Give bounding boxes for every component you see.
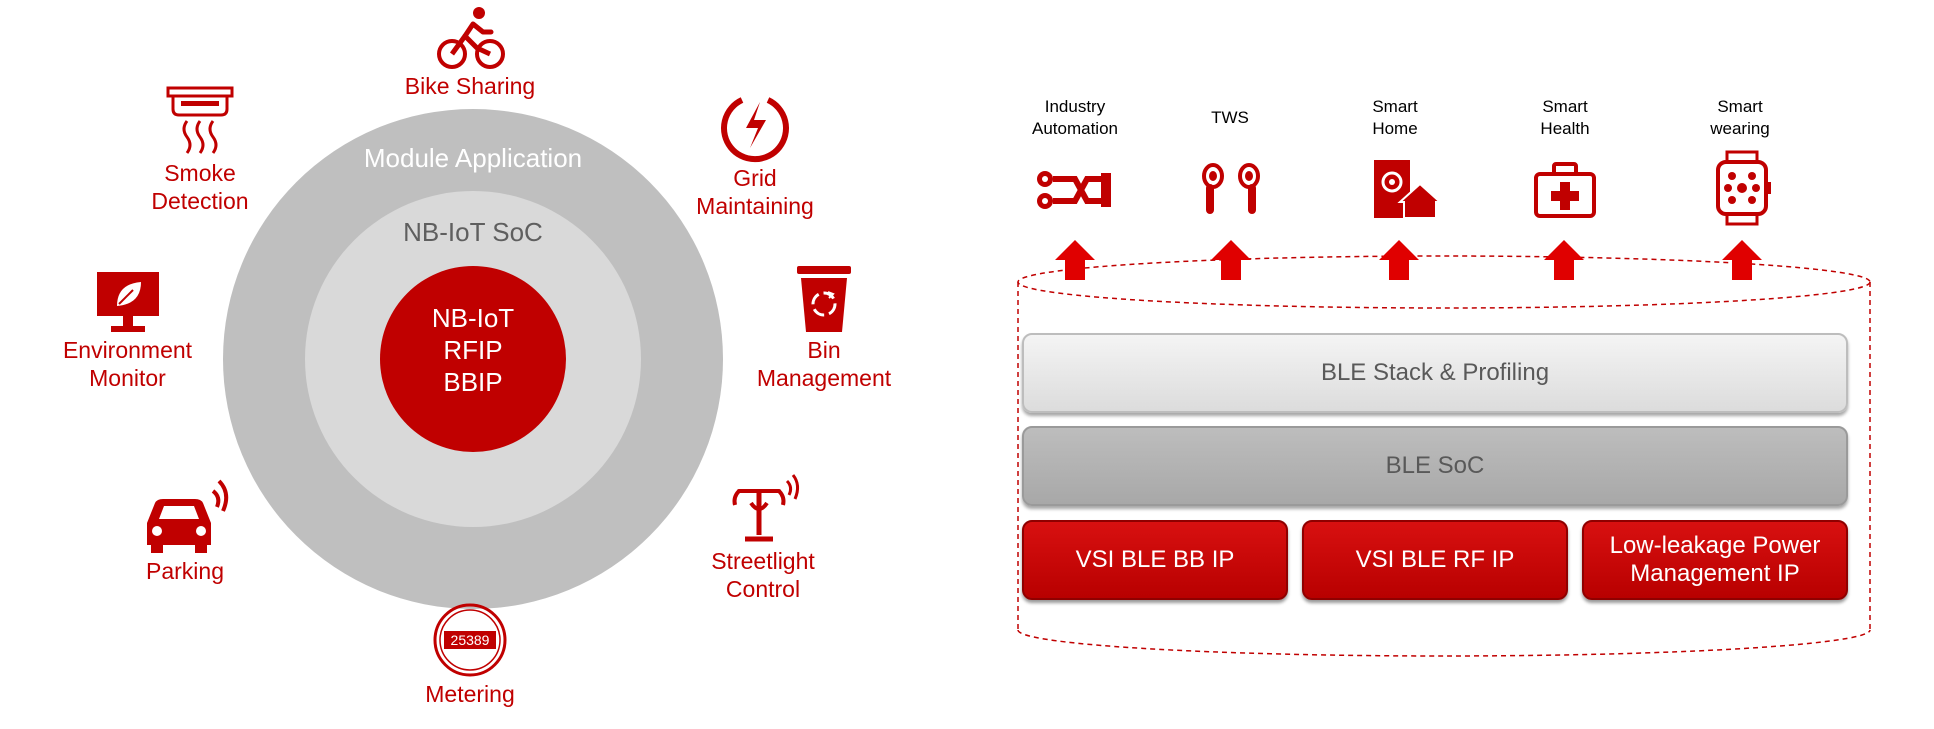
app-label: Streetlight: [711, 548, 815, 574]
ble-stack-layer: BLE Stack & Profiling: [1022, 333, 1848, 413]
app-label: Environment: [62, 337, 193, 363]
up-arrow-icon: [1544, 240, 1584, 280]
app-label: Parking: [146, 558, 224, 584]
bin-icon: [797, 266, 851, 332]
app-label: Control: [725, 576, 801, 602]
app-grid-maintaining: Grid Maintaining: [685, 88, 825, 220]
power-icon: [721, 97, 789, 163]
app-environment-monitor: Environment Monitor: [50, 270, 205, 392]
target-smart-home: Smart Home: [1345, 96, 1445, 140]
streetlight-icon: [732, 474, 800, 542]
app-label: Bike Sharing: [404, 73, 536, 99]
app-label: Maintaining: [696, 193, 814, 219]
target-tws: TWS: [1180, 107, 1280, 129]
app-parking: Parking: [120, 475, 250, 585]
app-label: Smoke: [164, 160, 236, 186]
app-metering: 25389 Metering: [400, 602, 540, 708]
target-label: Smart: [1717, 97, 1763, 116]
app-bin-management: Bin Management: [749, 264, 899, 392]
target-smart-wearing: Smart wearing: [1690, 96, 1790, 140]
target-label: Smart: [1372, 97, 1418, 116]
up-arrow-icon: [1055, 240, 1095, 280]
up-arrow-icon: [1211, 240, 1251, 280]
power-management-ip-block: Low-leakage Power Management IP: [1582, 520, 1848, 600]
target-label: Home: [1372, 119, 1418, 138]
ble-rf-ip-block: VSI BLE RF IP: [1302, 520, 1568, 600]
core-line: BBIP: [443, 367, 503, 397]
up-arrow-icon: [1722, 240, 1762, 280]
target-label: wearing: [1710, 119, 1770, 138]
app-label: Detection: [151, 188, 249, 214]
first-aid-icon: [1534, 162, 1596, 218]
app-label: Grid: [733, 165, 777, 191]
car-icon: [147, 479, 229, 553]
outer-ring-label: Module Application: [363, 143, 583, 173]
core-line: NB-IoT: [431, 303, 515, 333]
app-streetlight-control: Streetlight Control: [688, 463, 838, 603]
smoke-detector-icon: [166, 86, 234, 154]
meter-icon: 25389: [433, 603, 507, 677]
target-label: Industry: [1044, 97, 1106, 116]
target-label: Smart: [1542, 97, 1588, 116]
app-smoke-detection: Smoke Detection: [135, 85, 265, 215]
automation-icon: [1037, 171, 1111, 209]
monitor-leaf-icon: [96, 272, 159, 332]
inner-ring-label: NB-IoT SoC: [403, 217, 543, 247]
bike-icon: [437, 7, 505, 69]
core-circle: [380, 266, 566, 452]
core-label: NB-IoT RFIP BBIP: [403, 302, 543, 398]
earbuds-icon: [1202, 163, 1260, 214]
target-smart-health: Smart Health: [1515, 96, 1615, 140]
ble-soc-layer: BLE SoC: [1022, 426, 1848, 506]
target-label: Automation: [1032, 119, 1118, 138]
app-label: Metering: [425, 681, 515, 707]
app-bike-sharing: Bike Sharing: [390, 2, 550, 100]
smart-home-icon: [1374, 160, 1443, 219]
up-arrow-icon: [1379, 240, 1419, 280]
target-label: TWS: [1211, 108, 1249, 127]
target-label: Health: [1540, 119, 1590, 138]
meter-digits: 25389: [451, 632, 490, 648]
target-industry-automation: Industry Automation: [1010, 96, 1140, 140]
ble-bb-ip-block: VSI BLE BB IP: [1022, 520, 1288, 600]
app-label: Management: [756, 365, 892, 391]
app-label: Monitor: [89, 365, 166, 391]
core-line: RFIP: [443, 335, 503, 365]
app-label: Bin: [807, 337, 841, 363]
smartwatch-icon: [1716, 150, 1771, 226]
